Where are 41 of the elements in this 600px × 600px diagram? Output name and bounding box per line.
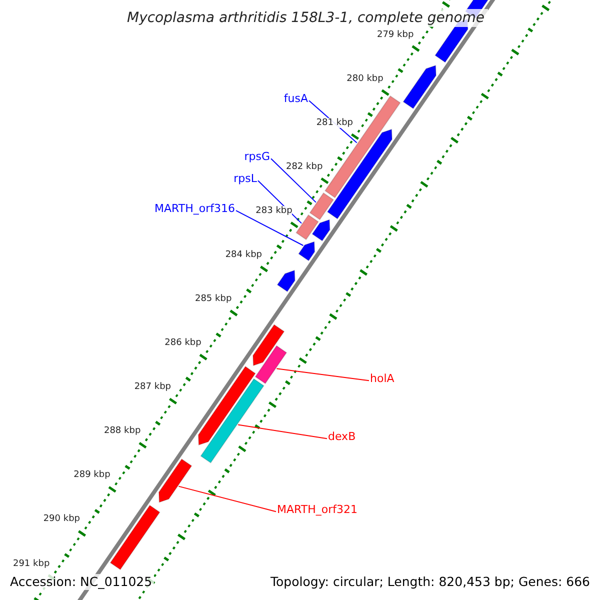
scale-label: 280 kbp (346, 74, 384, 84)
scale-label: 288 kbp (104, 426, 141, 437)
gene-label: MARTH_orf321 (277, 504, 358, 517)
gene-feature (254, 345, 288, 384)
gene-feature (296, 214, 319, 240)
gene-feature (298, 241, 316, 262)
map-title: Mycoplasma arthritidis 158L3-1, complete genome (124, 9, 488, 28)
gene-feature (252, 324, 285, 366)
gene-feature (198, 366, 256, 446)
leader-line (236, 210, 304, 246)
gene-feature (309, 192, 334, 220)
accession-text: Accession: NC_011025 (8, 574, 154, 590)
scale-label: 290 kbp (43, 514, 80, 525)
gene-feature (402, 64, 436, 110)
scale-label: 282 kbp (286, 162, 323, 172)
scale-label: 287 kbp (134, 382, 171, 393)
leader-line (270, 158, 316, 203)
leader-line (238, 424, 328, 440)
gene-feature (158, 458, 192, 503)
scale-label: 281 kbp (316, 118, 354, 128)
scale-label: 283 kbp (256, 206, 292, 216)
leader-line (276, 368, 370, 382)
scale-label: 284 kbp (225, 250, 262, 260)
gene-label: rpsL (234, 173, 257, 186)
scale-label: 291 kbp (12, 558, 50, 569)
gene-feature (326, 128, 392, 220)
gene-feature (200, 378, 264, 464)
scale-label: 279 kbp (376, 30, 414, 40)
scale-label: 285 kbp (194, 294, 232, 304)
gene-feature (276, 270, 296, 292)
leader-line (178, 486, 276, 512)
scale-label: 286 kbp (164, 338, 202, 348)
gene-label: MARTH_orf316 (154, 203, 235, 216)
gene-label: dexB (328, 431, 356, 444)
gene-label: rpsG (244, 151, 270, 164)
genome-info-text: Topology: circular; Length: 820,453 bp; Genes: 666 (268, 574, 592, 590)
gene-feature (110, 504, 160, 570)
scale-label: 289 kbp (74, 470, 110, 481)
gene-label: holA (370, 373, 394, 386)
gene-label: fusA (284, 93, 308, 106)
gene-feature (312, 219, 330, 242)
